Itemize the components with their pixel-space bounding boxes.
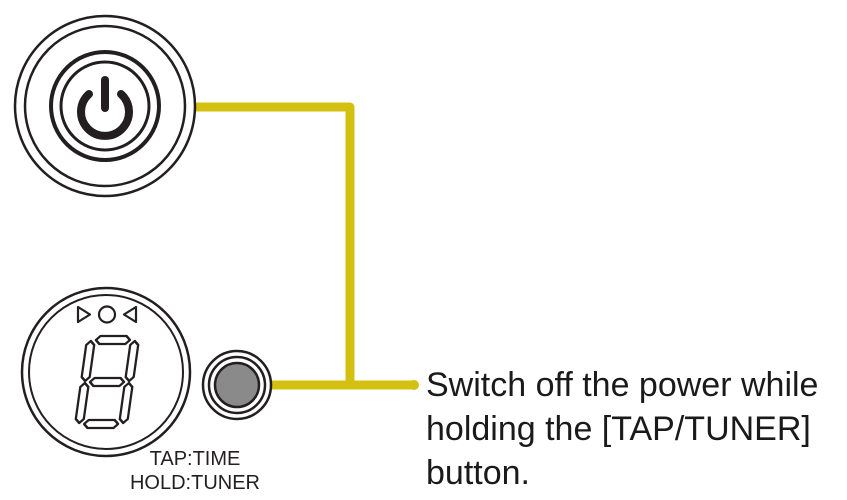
- callout-dot: [409, 380, 419, 390]
- in-tune-indicator-icon: [97, 305, 117, 324]
- callout-line-power: [128, 102, 355, 390]
- tap-label: TAP:TIME: [149, 448, 241, 470]
- sharp-indicator-icon: [122, 305, 138, 324]
- instruction-text: Switch off the power while holding the […: [426, 363, 841, 495]
- instruction-line-1: Switch off the power while: [426, 366, 819, 404]
- power-switch[interactable]: [13, 14, 197, 198]
- callout-lines: [128, 102, 419, 390]
- flat-indicator-icon: [76, 305, 92, 324]
- instruction-line-3: button.: [426, 454, 530, 492]
- tuner-indicator-icon: [76, 305, 138, 324]
- hold-label: HOLD:TUNER: [129, 472, 260, 494]
- power-icon: [77, 76, 133, 140]
- tap-tuner-button-cap[interactable]: [213, 361, 261, 409]
- seven-segment-digit: [74, 334, 140, 430]
- instruction-line-2: holding the [TAP/TUNER]: [426, 410, 811, 448]
- tuner-display: [20, 286, 192, 458]
- tap-tuner-button[interactable]: [201, 349, 273, 421]
